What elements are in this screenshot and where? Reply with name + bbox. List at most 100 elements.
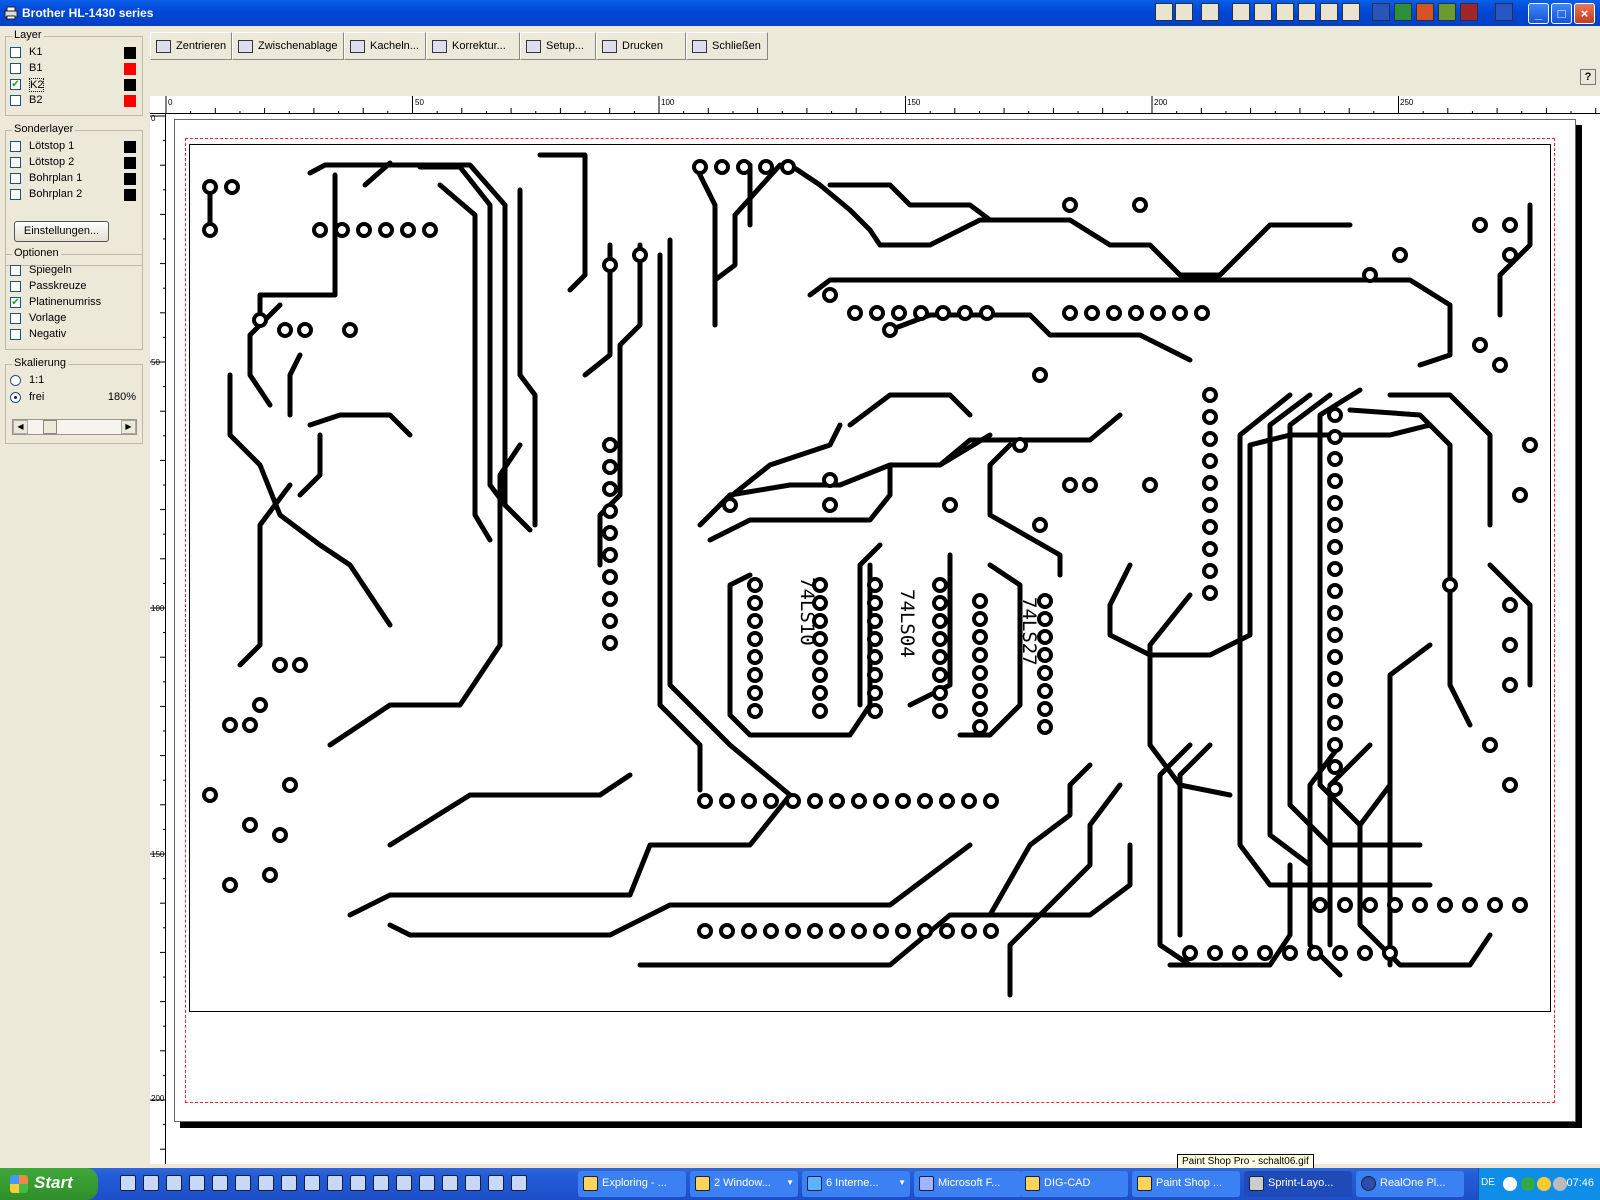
outlook-icon[interactable]	[166, 1175, 182, 1191]
scale-fixed-radio[interactable]: 1:1	[10, 373, 138, 388]
app-icon[interactable]	[465, 1175, 481, 1191]
checkbox[interactable]	[10, 329, 21, 340]
layer-row[interactable]: B2	[10, 93, 138, 108]
app-icon[interactable]	[235, 1175, 251, 1191]
print-button[interactable]: Drucken	[596, 32, 686, 60]
color-swatch[interactable]	[124, 173, 136, 185]
tile-button[interactable]: Kacheln...	[344, 32, 426, 60]
radio[interactable]	[10, 392, 21, 403]
tasks-icon[interactable]	[1276, 3, 1294, 21]
journal-icon[interactable]	[1320, 3, 1338, 21]
calendar-icon[interactable]	[1254, 3, 1272, 21]
layer-row[interactable]: K1	[10, 45, 138, 60]
settings-button[interactable]: Einstellungen...	[14, 221, 109, 242]
slider-left-arrow-icon[interactable]: ◀	[13, 420, 28, 434]
start-button[interactable]: Start	[0, 1168, 98, 1200]
excel-icon[interactable]	[1394, 3, 1412, 21]
layer-row[interactable]: ✔K2	[10, 77, 138, 92]
correction-button[interactable]: Korrektur...	[426, 32, 520, 60]
task-windows[interactable]: 2 Window...▼	[690, 1171, 798, 1197]
clipboard-button[interactable]: Zwischenablage	[232, 32, 344, 60]
radio[interactable]	[10, 375, 21, 386]
close-preview-button[interactable]: Schließen	[686, 32, 768, 60]
help-button[interactable]: ?	[1580, 69, 1596, 85]
checkbox[interactable]	[10, 63, 21, 74]
option-board-outline[interactable]: ✔Platinenumriss	[10, 295, 138, 310]
checkbox[interactable]	[10, 265, 21, 276]
task-internet[interactable]: 6 Interne...▼	[802, 1171, 910, 1197]
contacts-icon[interactable]	[1298, 3, 1316, 21]
app-icon[interactable]	[488, 1175, 504, 1191]
checkbox[interactable]	[10, 141, 21, 152]
checkbox[interactable]: ✔	[10, 297, 21, 308]
sonderlayer-row[interactable]: Lötstop 1	[10, 139, 138, 154]
color-swatch[interactable]	[124, 157, 136, 169]
mail-icon[interactable]	[1232, 3, 1250, 21]
desktop-icon[interactable]	[120, 1175, 136, 1191]
publisher-icon[interactable]	[1438, 3, 1456, 21]
zoom-slider[interactable]: ◀ ▶	[12, 419, 137, 435]
volume-icon[interactable]	[1553, 1177, 1567, 1191]
layer-row[interactable]: B1	[10, 61, 138, 76]
center-button[interactable]: Zentrieren	[150, 32, 232, 60]
color-swatch[interactable]	[124, 47, 136, 59]
minimize-button[interactable]: _	[1528, 3, 1549, 24]
task-paintshop[interactable]: Paint Shop ...	[1132, 1171, 1240, 1197]
app-icon[interactable]	[1201, 3, 1219, 21]
sonderlayer-row[interactable]: Bohrplan 2	[10, 187, 138, 202]
sonderlayer-row[interactable]: Bohrplan 1	[10, 171, 138, 186]
word-icon[interactable]	[1372, 3, 1390, 21]
security-icon[interactable]	[1537, 1177, 1551, 1191]
app-icon[interactable]	[327, 1175, 343, 1191]
color-swatch[interactable]	[124, 79, 136, 91]
checkbox[interactable]	[10, 189, 21, 200]
task-digcad[interactable]: DIG-CAD	[1020, 1171, 1128, 1197]
app-icon[interactable]	[1155, 3, 1173, 21]
tray-expand-icon[interactable]	[1503, 1177, 1517, 1191]
checkbox[interactable]	[10, 157, 21, 168]
checkbox[interactable]	[10, 313, 21, 324]
network-icon[interactable]	[1521, 1177, 1535, 1191]
maximize-button[interactable]: □	[1551, 3, 1572, 24]
app-icon[interactable]	[304, 1175, 320, 1191]
app-icon[interactable]	[396, 1175, 412, 1191]
powerpoint-icon[interactable]	[1416, 3, 1434, 21]
option-mirror[interactable]: Spiegeln	[10, 263, 138, 278]
slider-thumb[interactable]	[43, 420, 57, 434]
print-preview-canvas[interactable]: 0 50 100 150 200 250 0 50 100 150 200 74…	[150, 96, 1600, 1164]
app-icon[interactable]	[212, 1175, 228, 1191]
color-swatch[interactable]	[124, 141, 136, 153]
task-realone[interactable]: RealOne Pl...	[1356, 1171, 1464, 1197]
sonderlayer-row[interactable]: Lötstop 2	[10, 155, 138, 170]
checkbox[interactable]	[10, 95, 21, 106]
color-swatch[interactable]	[124, 63, 136, 75]
checkbox[interactable]	[10, 173, 21, 184]
app-icon[interactable]	[281, 1175, 297, 1191]
checkbox[interactable]	[10, 47, 21, 58]
app-icon[interactable]	[1175, 3, 1193, 21]
color-swatch[interactable]	[124, 189, 136, 201]
app-icon[interactable]	[511, 1175, 527, 1191]
setup-button[interactable]: Setup...	[520, 32, 596, 60]
ie-icon[interactable]	[143, 1175, 159, 1191]
slider-right-arrow-icon[interactable]: ▶	[121, 420, 136, 434]
close-button[interactable]: ×	[1574, 3, 1595, 24]
option-registration-marks[interactable]: Passkreuze	[10, 279, 138, 294]
checkbox[interactable]: ✔	[10, 79, 21, 90]
notes-icon[interactable]	[1342, 3, 1360, 21]
checkbox[interactable]	[10, 281, 21, 292]
option-template[interactable]: Vorlage	[10, 311, 138, 326]
app-icon[interactable]	[419, 1175, 435, 1191]
access-icon[interactable]	[1460, 3, 1478, 21]
task-sprint-layout[interactable]: Sprint-Layo...	[1244, 1171, 1352, 1197]
task-exploring[interactable]: Exploring - ...	[578, 1171, 686, 1197]
app-icon[interactable]	[442, 1175, 458, 1191]
app-icon[interactable]	[189, 1175, 205, 1191]
app-icon[interactable]	[258, 1175, 274, 1191]
color-swatch[interactable]	[124, 95, 136, 107]
option-negative[interactable]: Negativ	[10, 327, 138, 342]
language-indicator[interactable]: DE	[1481, 1177, 1495, 1188]
app-icon[interactable]	[350, 1175, 366, 1191]
switch-window-icon[interactable]	[1495, 3, 1513, 21]
